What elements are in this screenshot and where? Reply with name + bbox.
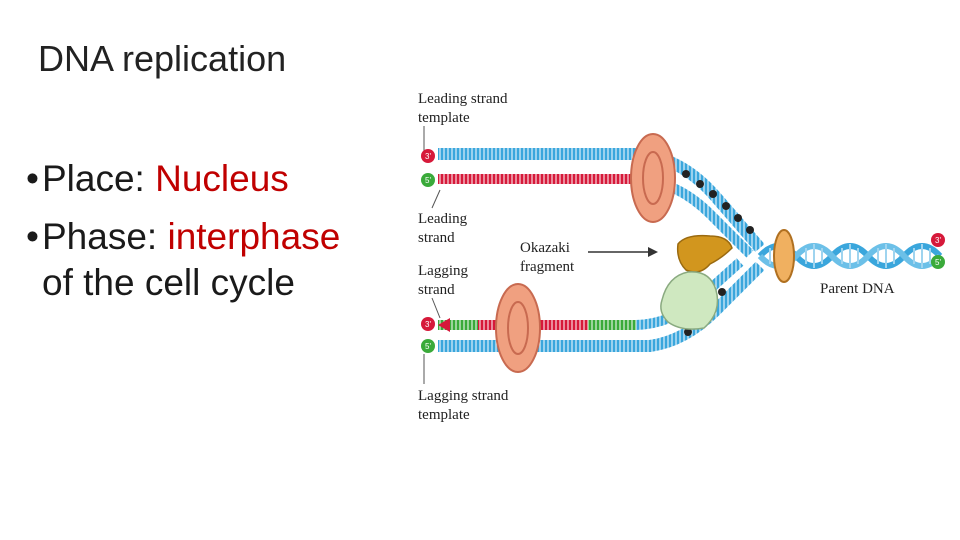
label-lagging-strand-1: Lagging — [418, 263, 468, 279]
polymerase-leading-icon — [630, 133, 676, 223]
end-marker-3-prime — [421, 317, 435, 331]
end-marker-5-prime — [421, 173, 435, 187]
end-marker-text: 3' — [935, 236, 941, 245]
bullet-list: •Place: Nucleus •Phase: interphase of th… — [26, 150, 406, 312]
primase-icon — [676, 234, 733, 273]
bullet-phase-continuation: of the cell cycle — [42, 262, 295, 303]
bullet-dot-icon: • — [26, 158, 39, 199]
end-marker-text: 5' — [425, 176, 431, 185]
okazaki-fragment — [438, 320, 478, 330]
label-leading-template-2: template — [418, 110, 470, 126]
label-leading-template-1: Leading strand — [418, 91, 508, 107]
lagging-arrow-icon — [438, 318, 450, 332]
label-okazaki-2: fragment — [520, 259, 575, 275]
label-lagging-strand-2: strand — [418, 282, 455, 298]
end-marker-text: 3' — [425, 152, 431, 161]
helicase-icon — [773, 229, 795, 283]
end-marker-3-prime — [421, 149, 435, 163]
end-marker-3-prime — [931, 233, 945, 247]
label-lagging-template-1: Lagging strand — [418, 388, 509, 404]
okazaki-arrowhead-icon — [648, 247, 658, 257]
bullet-phase: •Phase: interphase — [26, 208, 406, 266]
label-leading-strand-1: Leading — [418, 211, 468, 227]
polymerase-lagging-icon — [495, 283, 541, 373]
end-marker-text: 3' — [425, 320, 431, 329]
bullet-place: •Place: Nucleus — [26, 150, 406, 208]
bullet-phase-label: Phase: — [42, 216, 168, 257]
bullet-place-label: Place: — [42, 158, 156, 199]
leader-line — [431, 189, 441, 209]
slide-title: DNA replication — [38, 38, 287, 79]
end-marker-text: 5' — [425, 342, 431, 351]
leading-template-strand — [438, 148, 765, 252]
ligase-icon — [660, 271, 719, 330]
leader-line — [431, 297, 441, 319]
label-lagging-template-2: template — [418, 407, 470, 422]
label-okazaki-1: Okazaki — [520, 240, 570, 256]
end-marker-5-prime — [421, 339, 435, 353]
okazaki-fragment — [588, 320, 636, 330]
label-leading-strand-2: strand — [418, 230, 455, 246]
end-marker-5-prime — [931, 255, 945, 269]
bullet-place-value: Nucleus — [155, 158, 289, 199]
replication-fork-diagram: Leading strand template Leading strand L… — [418, 91, 945, 422]
leading-new-strand — [438, 174, 638, 184]
polymerase-ring-inner — [642, 151, 664, 205]
end-marker-text: 5' — [935, 258, 941, 267]
bullet-phase-value: interphase — [167, 216, 341, 257]
bullet-dot-icon: • — [26, 216, 39, 257]
label-parent-dna: Parent DNA — [820, 281, 895, 297]
polymerase-ring-inner — [507, 301, 529, 355]
